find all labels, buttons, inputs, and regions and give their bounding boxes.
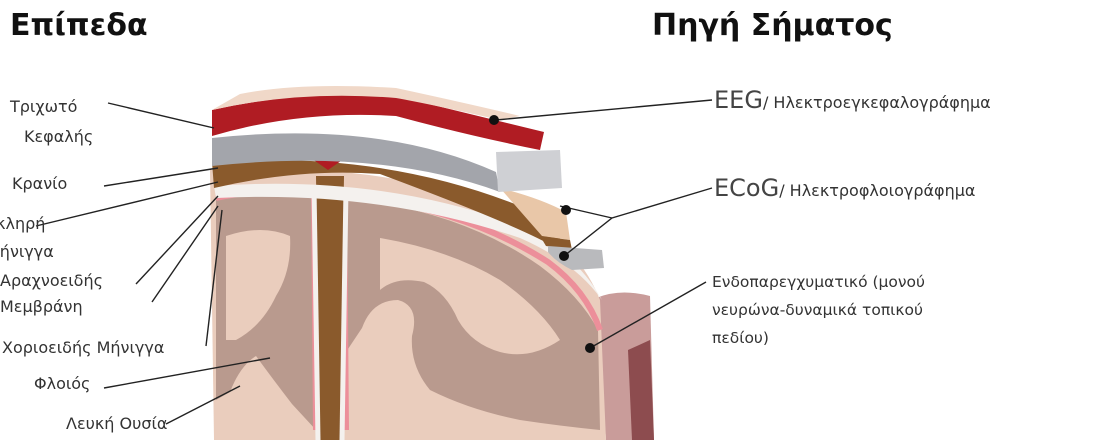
arachnoid-label-line2: Μεμβράνη xyxy=(0,294,103,320)
eeg-electrode-dot xyxy=(489,115,499,125)
scalp-label-line2: Κεφαλής xyxy=(10,122,93,152)
dura-label: Σκληρή Μήνιγγα xyxy=(0,210,54,266)
eeg-label: EEG/ Ηλεκτροεγκεφαλογράφημα xyxy=(714,86,991,114)
ecog-abbr: ECoG xyxy=(714,174,779,202)
scalp-leader-line xyxy=(108,103,214,128)
pia-label: Χοριοειδής Μήνιγγα xyxy=(2,338,164,357)
intra-label-line1: Ενδοπαρεγχυματικό (μονού xyxy=(712,268,925,296)
scalp-label: Τριχωτό Κεφαλής xyxy=(10,92,93,152)
arachnoid-label: Αραχνοειδής Μεμβράνη xyxy=(0,268,103,320)
white-matter-label: Λευκή Ουσία xyxy=(66,414,167,433)
eeg-leader-line xyxy=(496,100,712,120)
tissue-side-dark-strip xyxy=(628,340,654,440)
arachnoid-leader-line-2 xyxy=(152,206,218,302)
ecog-label: ECoG/ Ηλεκτροφλοιογράφημα xyxy=(714,174,975,202)
arachnoid-leader-line-1 xyxy=(136,196,218,284)
skull-leader-line xyxy=(104,168,218,186)
ecog-full-name: / Ηλεκτροφλοιογράφημα xyxy=(779,181,975,200)
intra-label-line3: πεδίου) xyxy=(712,324,925,352)
eeg-full-name: / Ηλεκτροεγκεφαλογράφημα xyxy=(763,93,991,112)
ecog-electrode-dot-2 xyxy=(559,251,569,261)
skull-label: Κρανίο xyxy=(12,174,67,193)
scalp-label-line1: Τριχωτό xyxy=(10,92,93,122)
cortex-label: Φλοιός xyxy=(34,374,90,393)
dura-label-line2: Μήνιγγα xyxy=(0,238,54,266)
intra-electrode-dot xyxy=(585,343,595,353)
central-fissure xyxy=(316,176,344,440)
arachnoid-label-line1: Αραχνοειδής xyxy=(0,268,103,294)
ecog-leader-line-2 xyxy=(564,188,712,256)
intraparenchymal-label: Ενδοπαρεγχυματικό (μονού νευρώνα-δυναμικ… xyxy=(712,268,925,352)
eeg-abbr: EEG xyxy=(714,86,763,114)
dura-label-line1: Σκληρή xyxy=(0,210,54,238)
intra-label-line2: νευρώνα-δυναμικά τοπικού xyxy=(712,296,925,324)
ecog-electrode-dot-1 xyxy=(561,205,571,215)
skull-end-block xyxy=(496,150,562,192)
